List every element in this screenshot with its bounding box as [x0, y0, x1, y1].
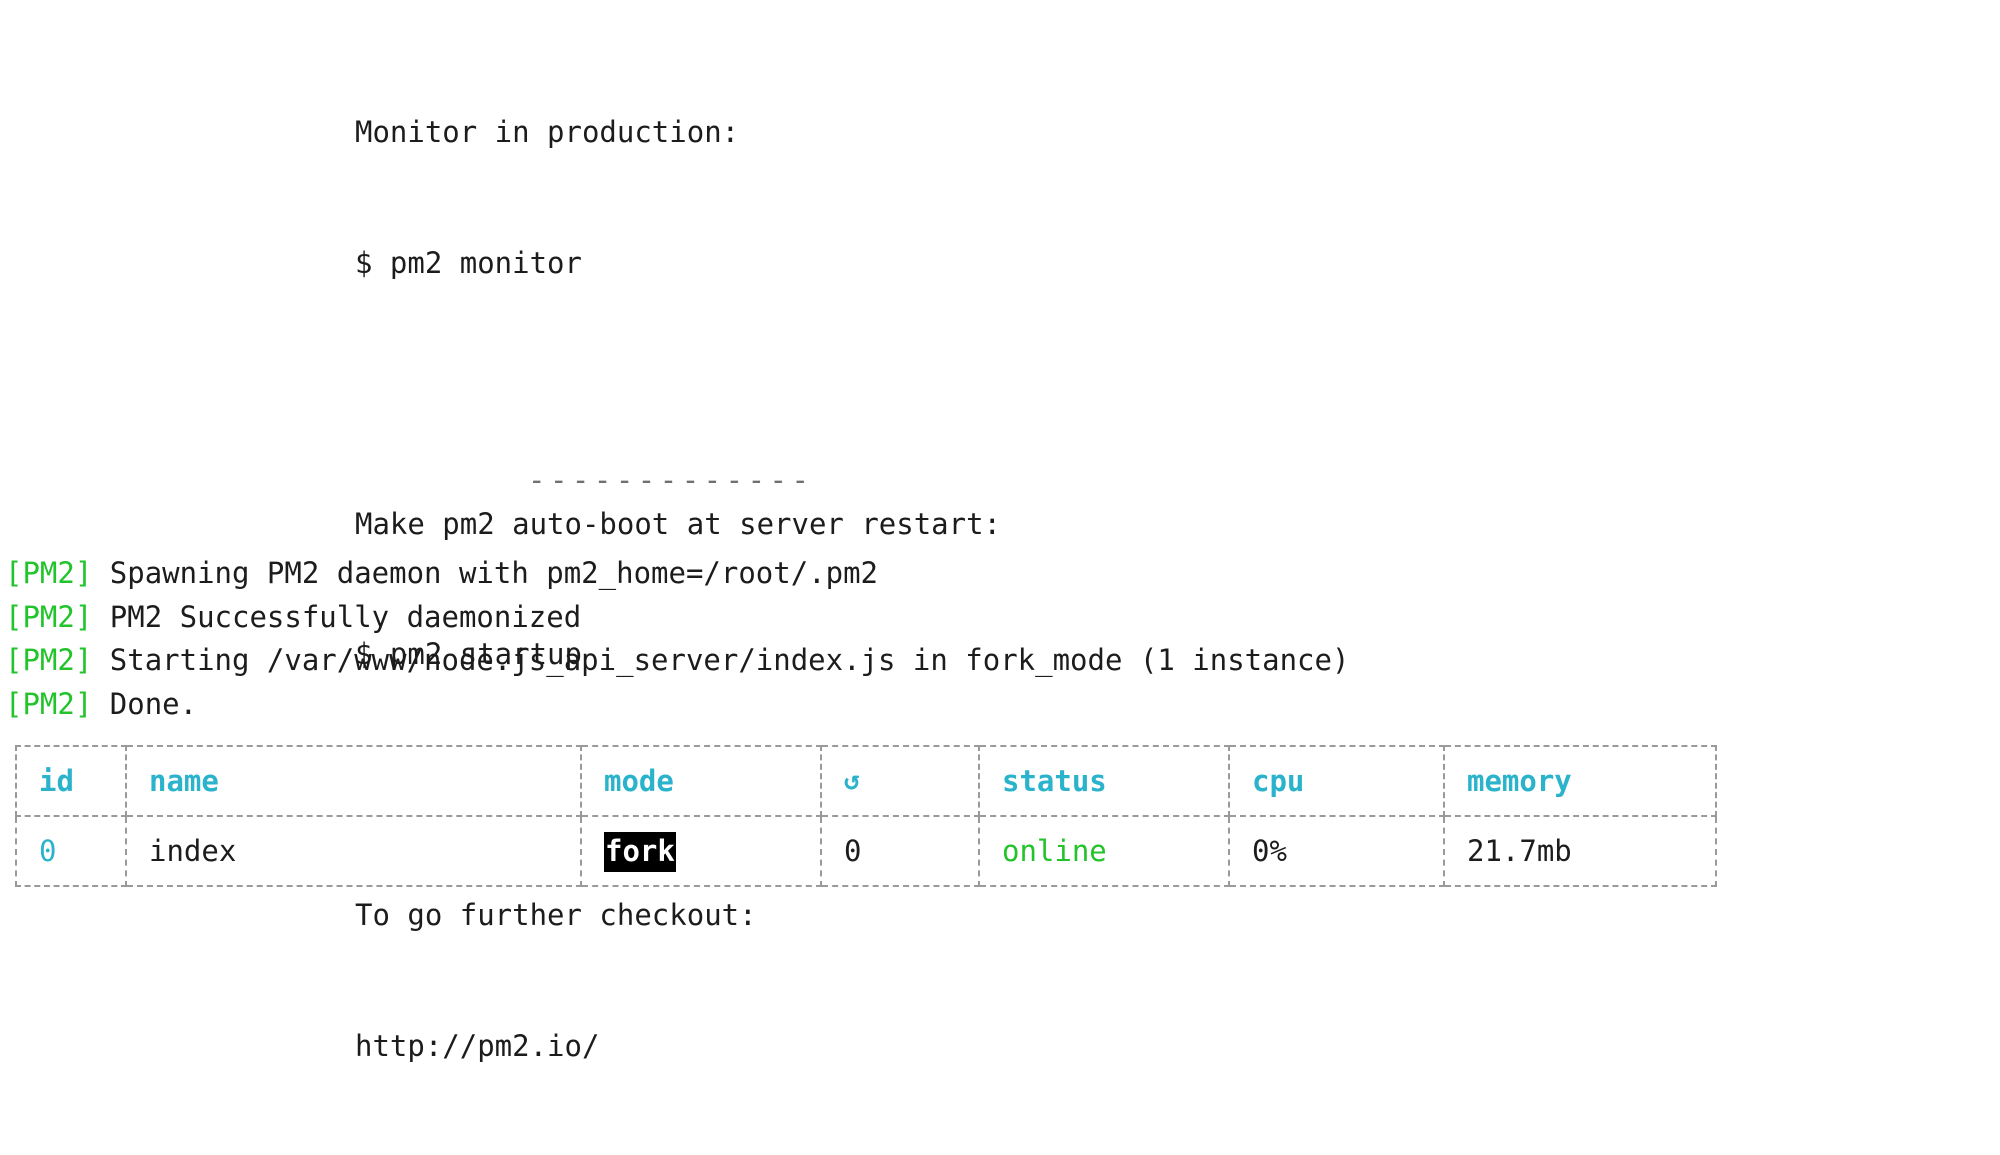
cell-id: 0 — [15, 815, 127, 887]
table-row[interactable]: 0 index fork 0 online 0% 21.7mb — [15, 815, 1717, 887]
log-tag: [PM2] — [5, 556, 93, 590]
help-command-monitor: $ pm2 monitor — [355, 245, 582, 280]
log-message: PM2 Successfully daemonized — [109, 599, 582, 634]
log-message: Spawning PM2 daemon with pm2_home=/root/… — [109, 556, 878, 590]
cell-name: index — [125, 815, 582, 887]
cell-mode: fork — [580, 815, 822, 887]
log-tag: [PM2] — [5, 643, 93, 677]
help-title-startup: Make pm2 auto-boot at server restart: — [355, 506, 1002, 541]
log-line: [PM2] PM2 Successfully daemonized — [5, 596, 1349, 640]
mode-badge: fork — [604, 832, 676, 872]
pm2-log-output: [PM2] Spawning PM2 daemon with pm2_home=… — [5, 552, 1349, 726]
column-header-memory[interactable]: memory — [1443, 745, 1717, 817]
column-header-restarts-icon[interactable]: ↺ — [820, 745, 980, 817]
log-message: Done. — [109, 686, 198, 721]
section-separator: ------------- — [528, 463, 814, 497]
column-header-status[interactable]: status — [978, 745, 1230, 817]
column-header-name[interactable]: name — [125, 745, 582, 817]
terminal-screen: Monitor in production: $ pm2 monitor Mak… — [5, 115, 1717, 1063]
cell-memory: 21.7mb — [1443, 815, 1717, 887]
log-tag: [PM2] — [5, 686, 93, 721]
log-message: Starting /var/www/node.js_api_server/ind… — [109, 643, 1350, 677]
help-spacer-1 — [355, 372, 1001, 416]
column-header-id[interactable]: id — [15, 745, 127, 817]
table-header-row: id name mode ↺ status cpu memory — [15, 745, 1717, 817]
cell-restarts: 0 — [820, 815, 980, 887]
log-line: [PM2] Done. — [5, 683, 1349, 727]
help-command-startup: $ pm2 startup — [355, 637, 582, 671]
help-title-checkout: To go further checkout: — [355, 898, 757, 932]
column-header-mode[interactable]: mode — [580, 745, 822, 817]
log-line: [PM2] Starting /var/www/node.js_api_serv… — [5, 639, 1349, 683]
log-tag: [PM2] — [5, 599, 93, 634]
help-title-monitor: Monitor in production: — [355, 115, 740, 149]
status-badge: online — [978, 815, 1230, 887]
log-line: [PM2] Spawning PM2 daemon with pm2_home=… — [5, 552, 1349, 596]
process-list-table: id name mode ↺ status cpu memory 0 index… — [15, 745, 1717, 887]
help-link-pm2-io[interactable]: http://pm2.io/ — [355, 1028, 600, 1063]
cell-cpu: 0% — [1228, 815, 1445, 887]
column-header-cpu[interactable]: cpu — [1228, 745, 1445, 817]
